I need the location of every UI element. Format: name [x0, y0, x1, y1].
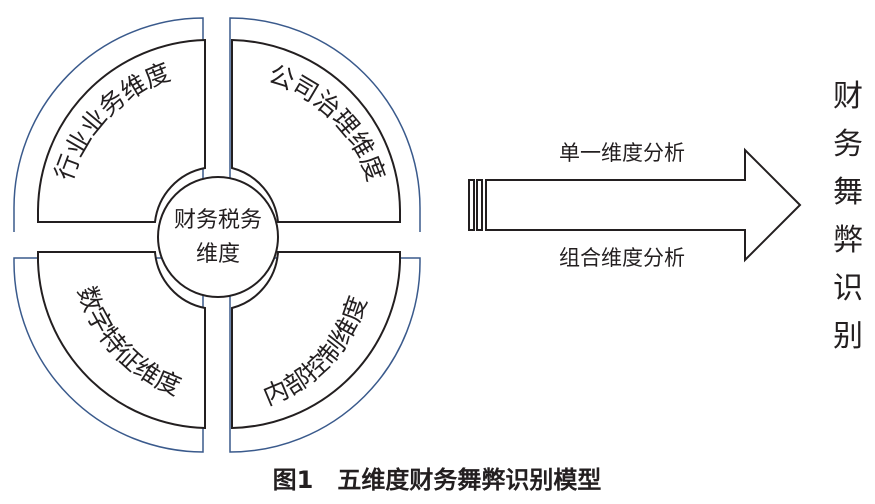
- result-char-1: 财: [833, 79, 863, 114]
- arrow-label-combined: 组合维度分析: [559, 246, 685, 270]
- center-label-line1: 财务税务: [174, 208, 262, 233]
- arrow-body: [485, 147, 802, 263]
- arrow-label-single: 单一维度分析: [559, 141, 685, 165]
- arrow-tail-bar-1: [468, 179, 475, 231]
- outer-arc-bottom-right: [229, 257, 421, 453]
- result-char-6: 别: [833, 319, 863, 354]
- quadrant-bottom-left: [37, 251, 206, 430]
- center-label-line2: 维度: [196, 242, 240, 267]
- arrow-tail-bar-2: [476, 179, 483, 231]
- inner-quadrants: [37, 38, 401, 430]
- result-label: 财 务 舞 弊 识 别: [833, 79, 863, 354]
- outer-arc-bottom-left: [13, 257, 204, 453]
- analysis-arrow: [468, 147, 802, 263]
- quadrant-bottom-right: [231, 251, 401, 430]
- outer-ring: [13, 17, 421, 453]
- outer-arc-top-left: [13, 17, 204, 232]
- result-char-5: 识: [833, 271, 863, 306]
- result-char-3: 舞: [833, 175, 863, 210]
- quadrant-top-right: [231, 38, 401, 223]
- result-char-2: 务: [833, 127, 863, 162]
- quadrant-top-left: [37, 38, 206, 223]
- result-char-4: 弊: [833, 223, 863, 258]
- center-circle: [157, 176, 279, 298]
- figure-caption: 图1 五维度财务舞弊识别模型: [273, 466, 602, 494]
- outer-arc-top-right: [229, 17, 421, 232]
